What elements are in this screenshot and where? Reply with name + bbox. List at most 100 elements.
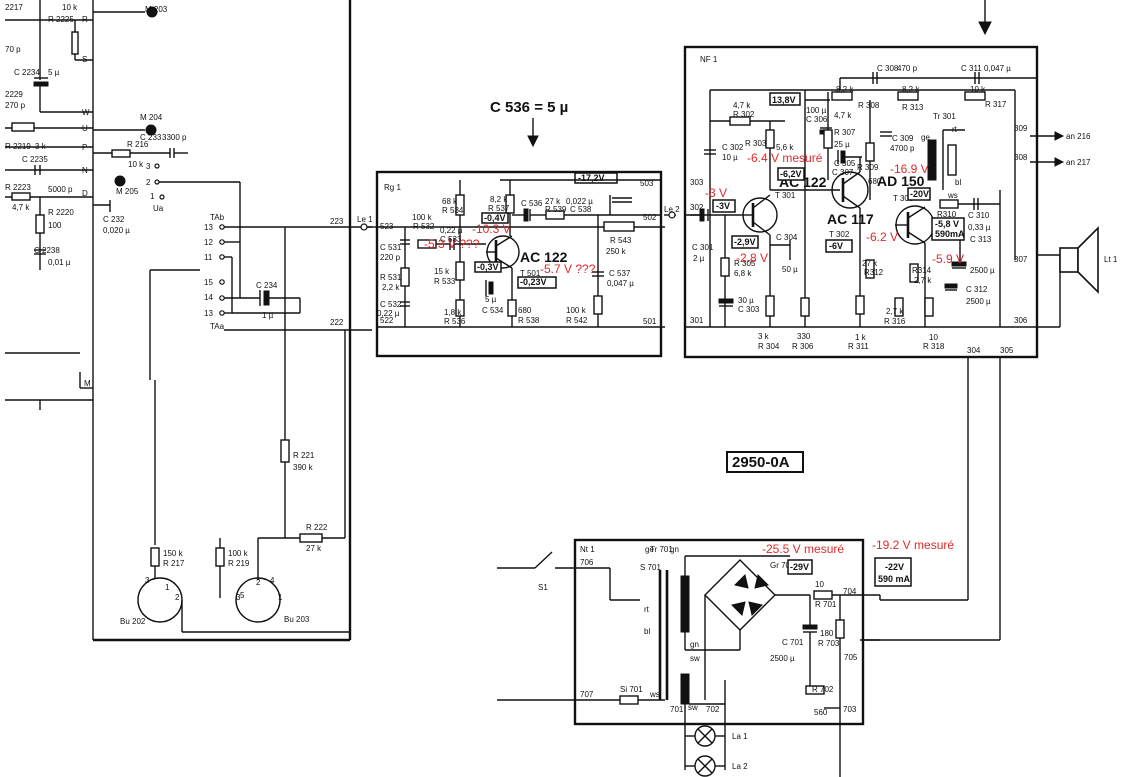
label-c308v: 470 p [897,64,918,73]
bu203-socket [235,577,281,623]
label-r542: R 542 [566,316,588,325]
label-r100: 100 [48,221,62,230]
label-n302: 302 [690,203,704,212]
label-r534v: 68 k [442,197,458,206]
label-n: N [82,166,88,175]
label-sw1: 1 [150,192,155,201]
label-270p: 270 p [5,101,26,110]
label-c534: C 534 [482,306,504,315]
label-an217: an 217 [1066,158,1091,167]
label-10k: 10 k [62,3,78,12]
label-r537v: 8,2 k [490,195,508,204]
nf1-frame [683,45,1039,359]
box-b15: 590 mA [878,574,911,584]
label-r318: R 318 [923,342,945,351]
label-r536: R 536 [444,317,466,326]
label-r307v: 4,7 k [834,111,852,120]
label-le1: Le 1 [357,215,373,224]
label-pin3b: 3 [236,593,241,602]
label-la1: La 1 [732,732,748,741]
box-b2: -0,4V [484,213,506,223]
label-t301: T 301 [775,191,796,200]
label-n703: 703 [843,705,857,714]
label-r305v: 6,8 k [734,269,752,278]
label-r2220: R 2220 [48,208,74,217]
box-b1: -17,2V [578,173,605,183]
label-r313: R 313 [902,103,924,112]
label-t501: T 501 [520,269,541,278]
label-c538: C 538 [570,205,592,214]
label-c312v: 2500 µ [966,297,991,306]
label-r703: R 703 [818,639,840,648]
label-c701: C 701 [782,638,804,647]
label-c309: C 309 [892,134,914,143]
label-r538: R 538 [518,316,540,325]
label-c532v: 0,22 µ [377,309,400,318]
label-n308: 308 [1014,153,1028,162]
label-p14: 14 [204,293,213,302]
r217-resistor [150,547,160,567]
label-m205: M 205 [116,187,139,196]
label-pin1: 1 [165,583,170,592]
m203-terminal [146,6,158,18]
label-s1: S1 [538,583,548,592]
rg1-block: Rg 1 523 522 503 502 501 -17,2V C 531 22… [375,170,680,358]
label-r532: R 532 [413,222,435,231]
down-arrow-icon [978,21,992,36]
label-r222v: 27 k [306,544,322,553]
meas-t303-base: -16.9 V [890,162,929,176]
label-r10k: 10 k [128,160,144,169]
label-t501-type: AC 122 [520,249,568,265]
label-c533v: 0,22 µ [440,226,463,235]
speaker-magnet [1059,247,1079,273]
label-gn2: gn [690,640,699,649]
label-r702: R 702 [812,685,834,694]
meas-t301-emitter: -2.8 V [736,251,768,265]
label-s701: S 701 [640,563,661,572]
label-r533v: 15 k [434,267,450,276]
label-r536v: 1,8 k [444,308,462,317]
label-bl: bl [955,178,961,187]
r543-potentiometer [603,221,635,232]
label-t302: T 302 [829,230,850,239]
label-c5u: 5 µ [48,68,60,77]
box-b6: -3V [716,201,730,211]
label-c534v: 5 µ [485,295,497,304]
nf1-label: NF 1 [700,55,718,64]
r2223-resistor [11,192,31,201]
label-r221: R 221 [293,451,315,460]
label-w: W [82,108,90,117]
label-ws: ws [947,191,958,200]
label-sw2: 2 [146,178,151,187]
label-lt1: Lt 1 [1104,255,1118,264]
label-c308: C 308 [877,64,899,73]
label-n701: 701 [670,705,684,714]
label-c533: C 533 [440,235,462,244]
label-r317: R 317 [985,100,1007,109]
box-b12: 590mA [935,229,965,239]
label-n502: 502 [643,213,657,222]
label-n304: 304 [967,346,981,355]
label-r314: R314 [912,266,932,275]
label-gn: gn [670,545,679,554]
label-c537: C 537 [609,269,631,278]
meas-t301-base: -3 V [705,186,727,200]
label-n501: 501 [643,317,657,326]
label-sw3: 3 [146,162,151,171]
label-n522: 522 [380,316,394,325]
box-b9: -6V [829,241,843,251]
r222-resistor [299,533,323,543]
label-p13b: 13 [204,309,213,318]
label-r531v: 2,2 k [382,283,400,292]
label-r543: R 543 [610,236,632,245]
label-n503: 503 [640,179,654,188]
label-c001: 0,01 µ [48,258,71,267]
label-bl2: bl [644,627,650,636]
rg1-frame [375,170,663,358]
box-b14: -22V [885,562,904,572]
label-le2: Le 2 [664,205,680,214]
label-r305: R 305 [734,259,756,268]
m205-terminal [114,175,126,187]
label-n306: 306 [1014,316,1028,325]
label-c538v: 0,022 µ [566,197,593,206]
